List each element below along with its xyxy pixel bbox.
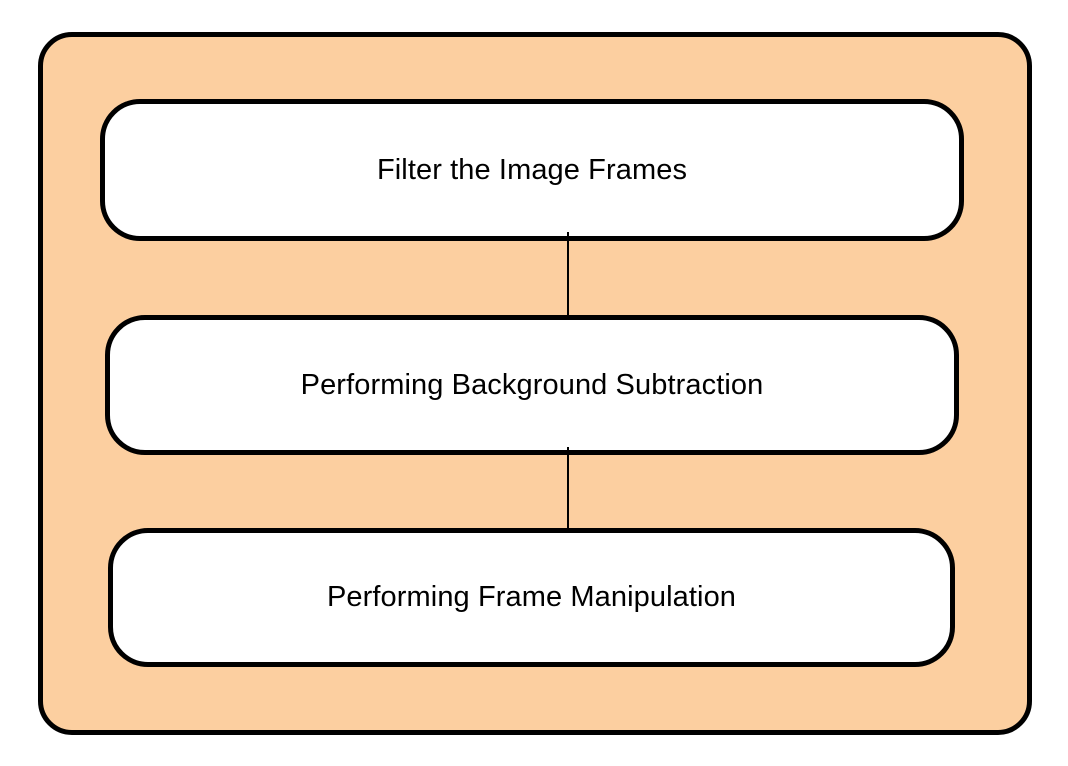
flowchart-node-filter-image-frames[interactable]: Filter the Image Frames — [100, 99, 964, 241]
node-label: Performing Background Subtraction — [300, 368, 764, 401]
node-label: Filter the Image Frames — [376, 153, 688, 186]
flowchart-node-performing-background-subtraction[interactable]: Performing Background Subtraction — [105, 315, 959, 455]
flowchart-node-performing-frame-manipulation[interactable]: Performing Frame Manipulation — [108, 528, 955, 667]
process-pipeline-container: Filter the Image Frames Performing Backg… — [38, 32, 1032, 735]
node-label: Performing Frame Manipulation — [326, 581, 737, 613]
